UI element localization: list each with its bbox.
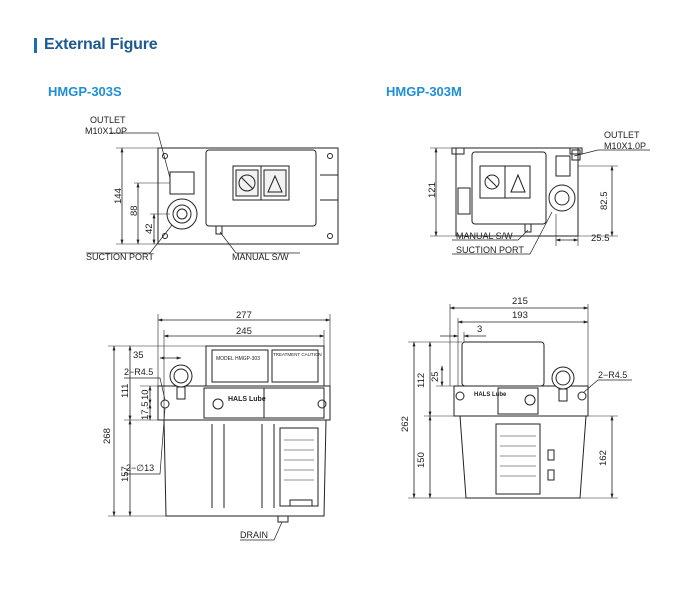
front-view-303m: [408, 304, 632, 499]
d13-label: 2−∅13: [126, 463, 154, 473]
suction-port-label: SUCTION PORT: [86, 252, 154, 262]
dim-111: 111: [120, 384, 131, 398]
dim-157: 157: [120, 466, 131, 482]
section-heading: External Figure: [34, 36, 158, 54]
dim-17-5: 17.5: [140, 402, 151, 421]
dim-121: 121: [427, 182, 438, 198]
model-label-left: HMGP-303S: [48, 84, 122, 99]
dim-3: 3: [477, 324, 482, 335]
dim-262: 262: [400, 416, 411, 432]
dim-277: 277: [236, 310, 252, 321]
heading-accent-bar: [34, 37, 37, 53]
brand-plate-left: HALS Lube: [228, 396, 266, 403]
dim-150: 150: [416, 452, 427, 468]
suction-port-label-m: SUCTION PORT: [456, 245, 524, 255]
dim-35: 35: [133, 350, 144, 361]
manual-switch-label: MANUAL S/W: [232, 252, 289, 262]
dim-245: 245: [236, 326, 252, 337]
dim-193: 193: [512, 310, 528, 321]
r45-label: 2−R4.5: [124, 367, 153, 377]
dim-88: 88: [129, 205, 140, 216]
r45-label-m: 2−R4.5: [598, 370, 627, 380]
model-plate-left: MODEL HMGP-303: [216, 356, 260, 362]
dim-10: 10: [140, 389, 151, 400]
dim-42: 42: [144, 223, 155, 234]
caution-plate-left: TREATMENT CAUTION: [273, 352, 322, 357]
brand-plate-right: HALS Lube: [474, 392, 507, 398]
dim-268: 268: [102, 428, 113, 444]
drain-label: DRAIN: [240, 530, 268, 540]
dim-25-5: 25.5: [591, 233, 610, 244]
front-view-303s: [108, 314, 331, 541]
dim-162: 162: [598, 450, 609, 466]
outlet-label-m: OUTLET: [604, 130, 640, 140]
outlet-spec-label: M10X1.0P: [85, 126, 127, 136]
dim-215: 215: [512, 296, 528, 307]
model-label-right: HMGP-303M: [386, 84, 462, 99]
top-view-303s: [86, 132, 339, 254]
outlet-spec-label-m: M10X1.0P: [604, 141, 646, 151]
dim-25: 25: [430, 371, 441, 382]
manual-switch-label-m: MANUAL S/W: [456, 231, 513, 241]
top-view-303m: [430, 147, 650, 255]
dim-112: 112: [416, 373, 427, 388]
dim-144: 144: [113, 188, 124, 204]
dim-82-5: 82.5: [599, 192, 610, 211]
page-title: External Figure: [44, 36, 158, 53]
outlet-label: OUTLET: [90, 115, 126, 125]
